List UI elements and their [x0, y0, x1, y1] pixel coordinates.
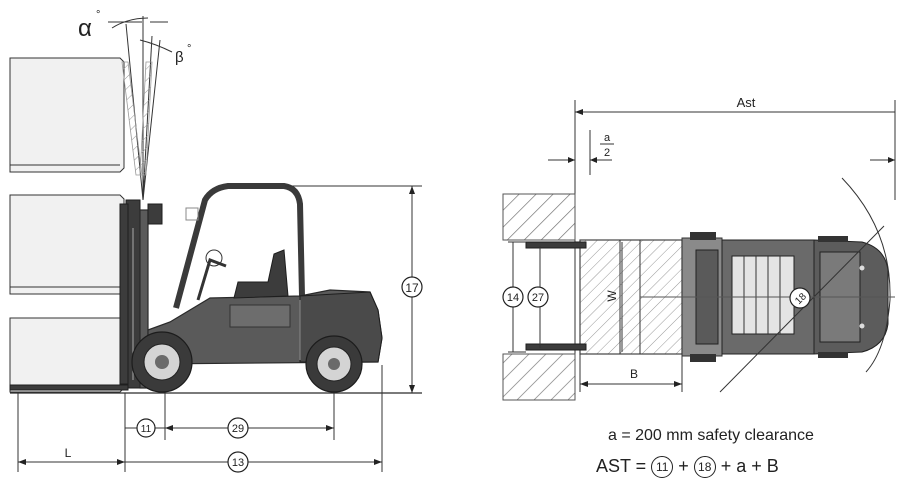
ast-formula: AST = 11 + 18 + a + B — [596, 456, 779, 479]
beta-degree: ° — [187, 43, 191, 55]
dim-14-27 — [502, 241, 549, 353]
side-view: α ° β ° 17 11 29 L 13 — [9, 9, 423, 473]
dim-14-label: 14 — [507, 292, 519, 304]
fork-top — [525, 241, 587, 249]
rack-wall-top — [502, 193, 576, 241]
front-wheel — [131, 331, 193, 393]
alpha-label: α — [78, 15, 92, 42]
beta-label: β — [175, 49, 184, 66]
alpha-degree: ° — [96, 9, 100, 21]
top-view: Ast a 2 14 27 W B 18 — [502, 95, 896, 401]
mast — [119, 199, 163, 389]
turning-radius-line — [719, 225, 885, 393]
dim-B — [579, 354, 683, 392]
dim-L-label: L — [65, 446, 72, 460]
a-half-denominator: 2 — [604, 147, 610, 159]
bottom-dimensions — [17, 365, 383, 473]
dim-13-label: 13 — [232, 457, 244, 469]
formula-circle-18: 18 — [693, 456, 716, 479]
ast-label: Ast — [737, 95, 756, 110]
forks — [9, 384, 129, 391]
dim-a-half — [548, 130, 895, 175]
formula-rest: + a + B — [715, 456, 779, 476]
rack-wall-bottom — [502, 353, 576, 401]
formula-circle-11: 11 — [651, 456, 674, 479]
dim-17-label: 17 — [405, 281, 419, 295]
rack-shelves — [9, 57, 125, 393]
formula-plus: + — [673, 456, 694, 476]
dim-29-label: 29 — [232, 423, 244, 435]
dim-B-label: B — [630, 367, 638, 381]
a-half-numerator: a — [604, 132, 611, 144]
dim-17 — [285, 185, 423, 393]
dim-18-circle — [789, 287, 811, 309]
dim-11-label: 11 — [141, 424, 152, 435]
turning-arc — [841, 177, 891, 373]
formula-lhs: AST = — [596, 456, 652, 476]
rear-wheel — [305, 335, 363, 393]
fork-bottom — [525, 343, 587, 351]
dim-W-label: W — [605, 290, 619, 302]
clearance-note: a = 200 mm safety clearance — [608, 427, 814, 444]
dim-27-label: 27 — [532, 292, 544, 304]
tilt-lines — [108, 16, 173, 201]
truck-body — [147, 183, 383, 365]
